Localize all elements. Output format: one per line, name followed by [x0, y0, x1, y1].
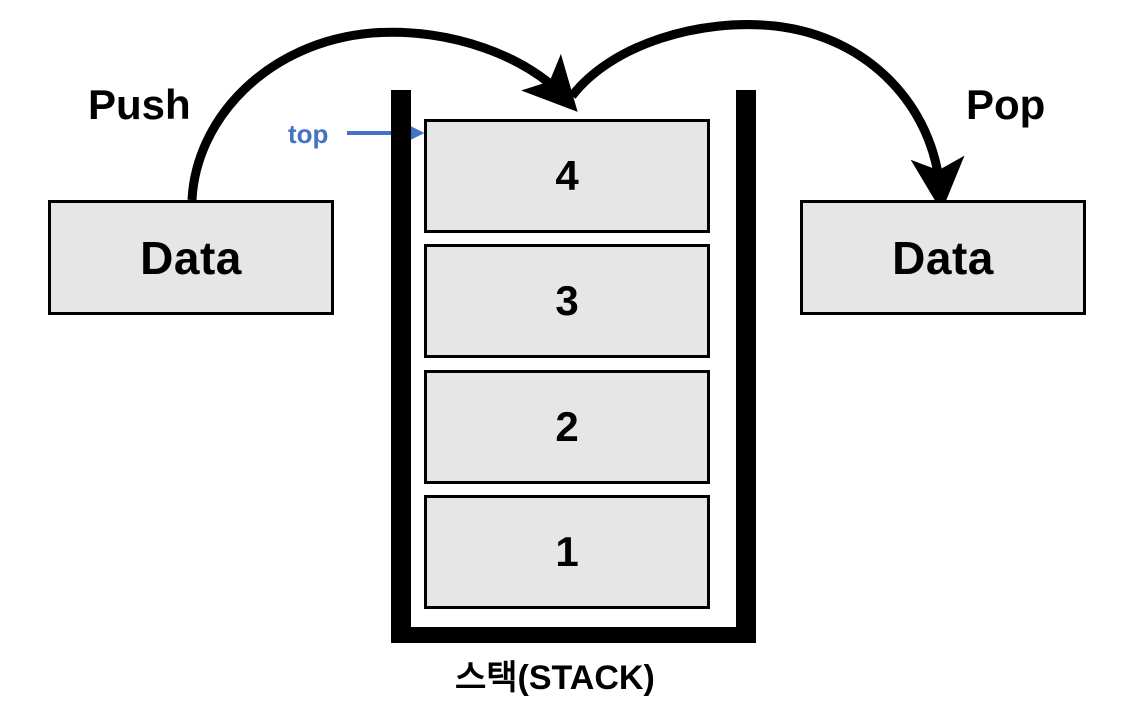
- pop-data-box: Data: [800, 200, 1086, 315]
- stack-wall-left: [391, 90, 411, 643]
- pop-data-label: Data: [892, 231, 994, 284]
- stack-caption: 스택(STACK): [455, 659, 655, 697]
- stack-cell-value: 4: [555, 152, 579, 199]
- stack-cell-value: 1: [555, 527, 579, 575]
- stack-wall-right: [736, 90, 756, 643]
- stack-wall-bottom: [391, 627, 756, 643]
- stack-cell-value: 3: [555, 277, 579, 325]
- stack-cell-value: 2: [555, 402, 579, 450]
- pop-label: Pop: [966, 81, 1046, 128]
- stack-cell: 1: [424, 494, 710, 609]
- push-data-label: Data: [140, 231, 242, 284]
- stack-cell: 3: [424, 244, 710, 359]
- stack-cell: 4: [424, 119, 710, 233]
- top-pointer-label: top: [288, 119, 329, 149]
- stack-cell: 2: [424, 369, 710, 484]
- push-data-box: Data: [48, 200, 334, 315]
- stack-cell-list: 4 3 2 1: [424, 119, 710, 609]
- push-label: Push: [88, 81, 191, 128]
